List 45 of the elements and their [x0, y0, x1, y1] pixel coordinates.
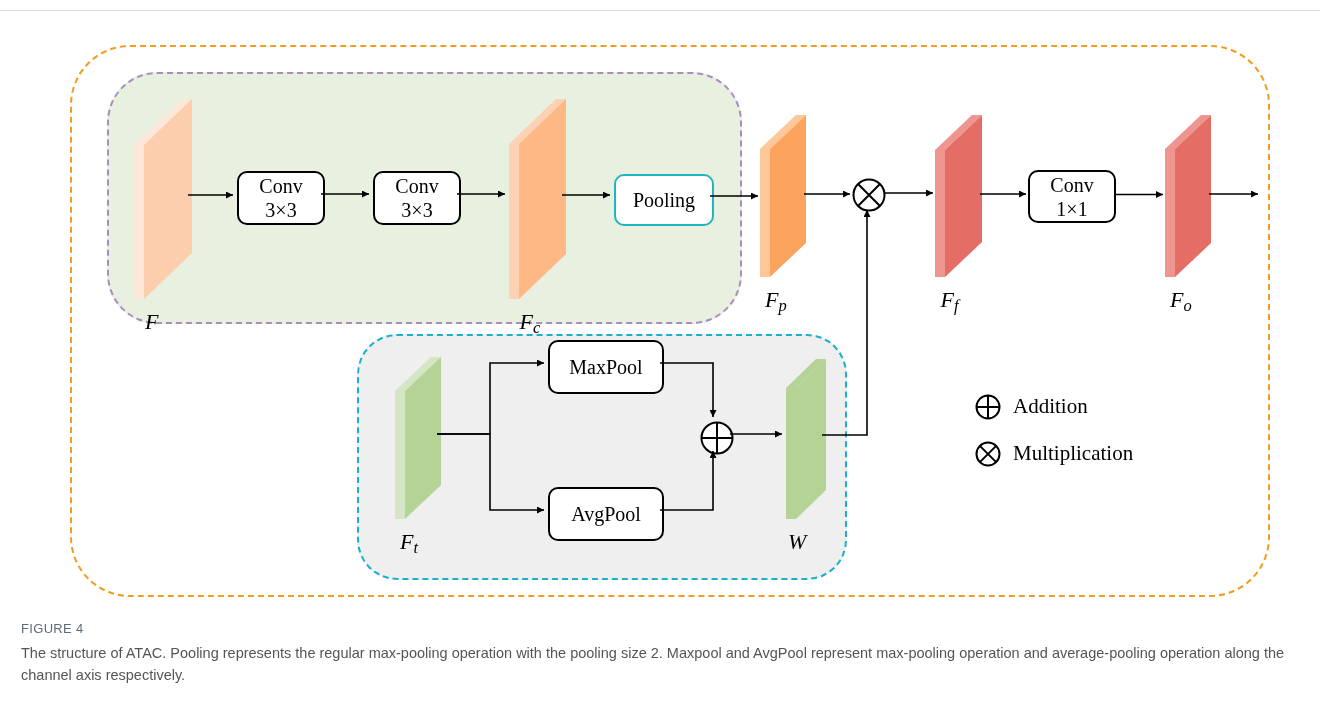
feature-map — [134, 99, 192, 299]
arrow — [709, 192, 759, 200]
arrow — [187, 191, 234, 199]
box-label: Pooling — [632, 188, 696, 212]
arrow — [1113, 191, 1164, 198]
dashed-region — [357, 334, 847, 580]
feature-map-label: F$_{o}$ — [1170, 289, 1192, 311]
arrow — [729, 430, 783, 438]
figure-title: FIGURE 4 — [21, 620, 84, 638]
arrow — [436, 433, 545, 514]
feature-map — [760, 115, 806, 277]
box-label: MaxPool — [569, 355, 643, 379]
process-box — [237, 171, 325, 225]
feature-map — [395, 357, 441, 519]
process-box — [1028, 170, 1116, 223]
process-box — [548, 487, 664, 541]
feature-map-label: F$_{c}$ — [519, 311, 541, 333]
feature-map — [786, 359, 826, 519]
arrow — [821, 209, 871, 436]
arrow — [320, 190, 370, 198]
arrow — [561, 191, 611, 199]
arrow — [659, 450, 717, 511]
feature-map — [509, 99, 566, 299]
feature-map — [1165, 115, 1211, 277]
arrow — [1208, 190, 1259, 198]
process-box — [373, 171, 461, 225]
box-label: AvgPool — [571, 502, 641, 526]
feature-map — [935, 115, 982, 277]
arrow — [883, 189, 934, 197]
legend-label: Multiplication — [1013, 440, 1134, 467]
arrow — [803, 190, 851, 198]
dashed-region — [70, 45, 1270, 597]
process-box — [614, 174, 714, 226]
feature-map-label: F — [145, 311, 159, 333]
arrow — [659, 362, 717, 418]
arrow — [979, 190, 1027, 198]
feature-map-label: W — [788, 531, 807, 553]
box-label: Conv 3×3 — [394, 174, 440, 222]
figure-caption: The structure of ATAC. Pooling represents the regular max-pooling operation with the pooling size 2. Maxpool and AvgPool represent max-pooling operation and average-pooling operation along the channel axis respectively. — [21, 644, 1286, 685]
legend-label: Addition — [1013, 393, 1088, 420]
box-label: Conv 3×3 — [258, 174, 304, 222]
process-box — [548, 340, 664, 394]
box-label: Conv 1×1 — [1049, 172, 1095, 221]
feature-map-label: F$_{t}$ — [400, 531, 419, 553]
arrow — [456, 190, 506, 198]
